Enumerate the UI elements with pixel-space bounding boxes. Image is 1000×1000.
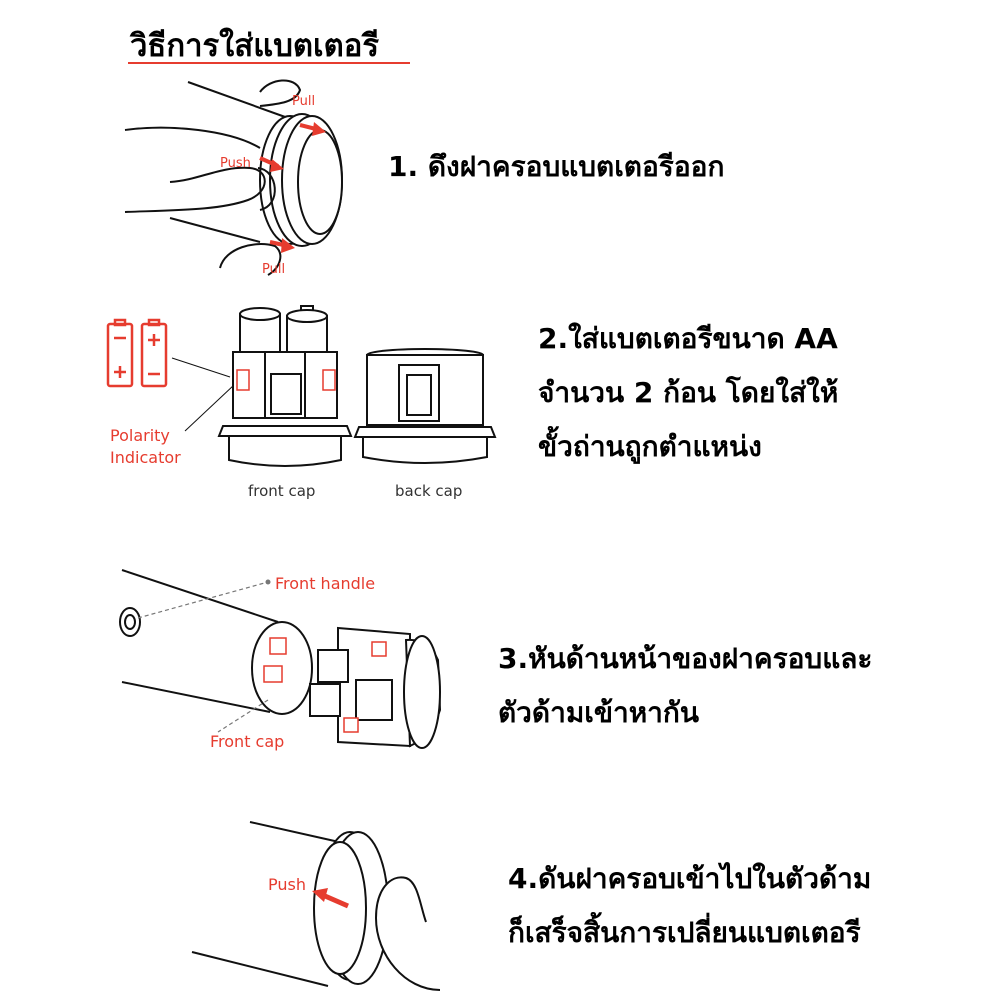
pull-arrow-top-icon — [299, 122, 326, 136]
pull-arrow-bottom-icon — [269, 238, 295, 253]
polarity-indicator-leader — [171, 357, 235, 432]
step3-text: 3.หันด้านหน้าของฝาครอบและ ตัวด้ามเข้าหาก… — [498, 632, 872, 740]
step3-line-2: ตัวด้ามเข้าหากัน — [498, 696, 699, 729]
step2-line-3: ขั้วถ่านถูกตำแหน่ง — [538, 430, 762, 463]
step3-line-1: 3.หันด้านหน้าของฝาครอบและ — [498, 642, 873, 675]
step4-line-2: ก็เสร็จสิ้นการเปลี่ยนแบตเตอรี — [508, 916, 861, 949]
step4-illustration — [191, 821, 441, 991]
push-arrow-step4-icon — [312, 888, 349, 909]
step1-text: 1. ดึงฝาครอบแบตเตอรีออก — [388, 140, 724, 194]
front-cap-step3-label: Front cap — [210, 732, 285, 751]
battery-pair-icon — [106, 318, 168, 388]
step4-line-1: 4.ดันฝาครอบเข้าไปในตัวด้าม — [508, 862, 872, 895]
push-arrow-icon — [259, 156, 284, 172]
front-handle-label: Front handle — [275, 574, 376, 593]
title-underline — [128, 62, 410, 64]
back-cap-illustration — [353, 348, 497, 464]
step2-line-2: จำนวน 2 ก้อน โดยใส่ให้ — [538, 376, 839, 409]
step2-line-1: 2.ใส่แบตเตอรีขนาด AA — [538, 322, 838, 355]
step3-illustration — [119, 569, 442, 749]
step1-line: 1. ดึงฝาครอบแบตเตอรีออก — [388, 150, 725, 183]
page-title: วิธีการใส่แบตเตอรี — [130, 28, 379, 64]
step1-illustration — [124, 79, 343, 276]
polarity-indicator-label-line1: Polarity — [110, 426, 170, 445]
step2-text: 2.ใส่แบตเตอรีขนาด AA จำนวน 2 ก้อน โดยใส่… — [538, 312, 838, 474]
push-label-step4: Push — [268, 875, 306, 894]
pull-label-bottom: Pull — [262, 262, 286, 277]
pull-label-top: Pull — [292, 94, 316, 109]
step4-text: 4.ดันฝาครอบเข้าไปในตัวด้าม ก็เสร็จสิ้นกา… — [508, 852, 871, 960]
back-cap-label: back cap — [395, 482, 463, 500]
front-cap-label: front cap — [248, 482, 316, 500]
front-cap-illustration — [217, 305, 353, 467]
push-label-step1: Push — [220, 156, 251, 171]
polarity-indicator-label-line2: Indicator — [110, 448, 181, 467]
